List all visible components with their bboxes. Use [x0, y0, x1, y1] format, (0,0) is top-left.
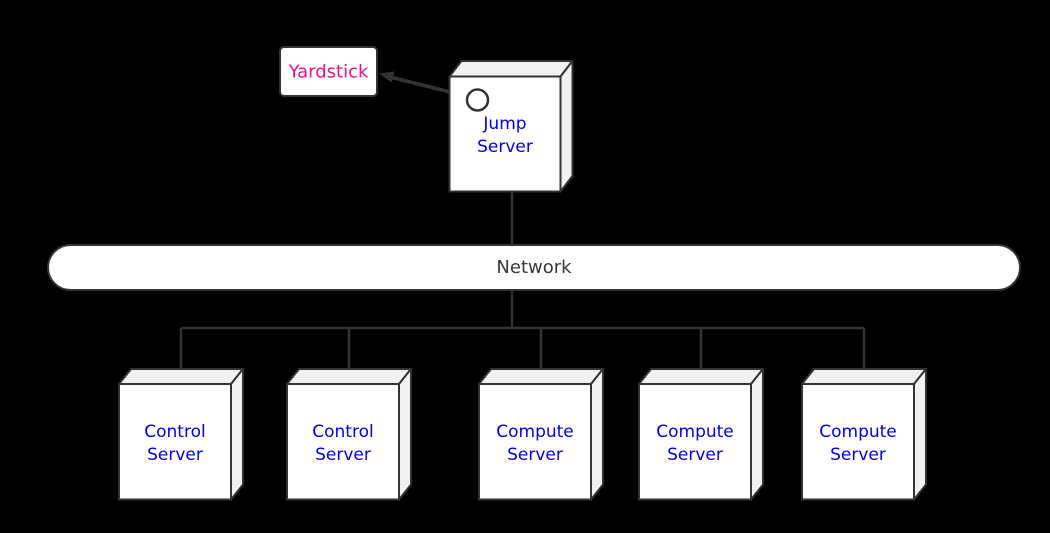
server-2-side-face — [398, 368, 412, 501]
jump-server-side-face — [559, 60, 574, 193]
control-server-1-box: Control Server — [118, 368, 244, 501]
server-2-label-line1: Control — [312, 422, 373, 442]
jump-server-box: Jump Server — [448, 60, 574, 193]
server-2-front-face — [286, 383, 400, 501]
network-bus: Network — [47, 244, 1021, 291]
server-5-top-face — [801, 368, 927, 385]
network-label: Network — [496, 257, 572, 278]
server-1-side-face — [230, 368, 244, 501]
jump-server-label-line2: Server — [477, 137, 533, 157]
network-to-servers-links — [179, 290, 866, 369]
server-4-label-line1: Compute — [656, 422, 734, 442]
server-5-side-face — [913, 368, 927, 501]
server-3-label-line2: Server — [507, 445, 563, 465]
arrowhead-icon — [379, 71, 395, 83]
yardstick-rect — [279, 46, 378, 97]
server-4-side-face — [750, 368, 764, 501]
server-4-front-face — [638, 383, 752, 501]
server-1-top-face — [118, 368, 244, 385]
server-3-front-face — [478, 383, 592, 501]
server-1-label-line1: Control — [144, 422, 205, 442]
jump-server-label-line1: Jump — [482, 114, 526, 134]
server-4-label-line2: Server — [667, 445, 723, 465]
yardstick-label: Yardstick — [288, 62, 369, 83]
server-5-front-face — [801, 383, 915, 501]
server-4-top-face — [638, 368, 764, 385]
server-3-label-line1: Compute — [496, 422, 574, 442]
compute-server-1-box: Compute Server — [478, 368, 604, 501]
server-1-front-face — [118, 383, 232, 501]
server-5-label-line2: Server — [830, 445, 886, 465]
server-3-top-face — [478, 368, 604, 385]
compute-server-3-box: Compute Server — [801, 368, 927, 501]
server-5-label-line1: Compute — [819, 422, 897, 442]
server-1-label-line2: Server — [147, 445, 203, 465]
compute-server-2-box: Compute Server — [638, 368, 764, 501]
jump-server-front-face — [448, 75, 562, 193]
port-circle-icon — [465, 88, 490, 112]
network-pill — [47, 244, 1021, 291]
yardstick-box: Yardstick — [279, 46, 378, 97]
control-server-2-box: Control Server — [286, 368, 412, 501]
server-2-top-face — [286, 368, 412, 385]
server-3-side-face — [590, 368, 604, 501]
jump-server-top-face — [448, 60, 574, 78]
server-2-label-line2: Server — [315, 445, 371, 465]
